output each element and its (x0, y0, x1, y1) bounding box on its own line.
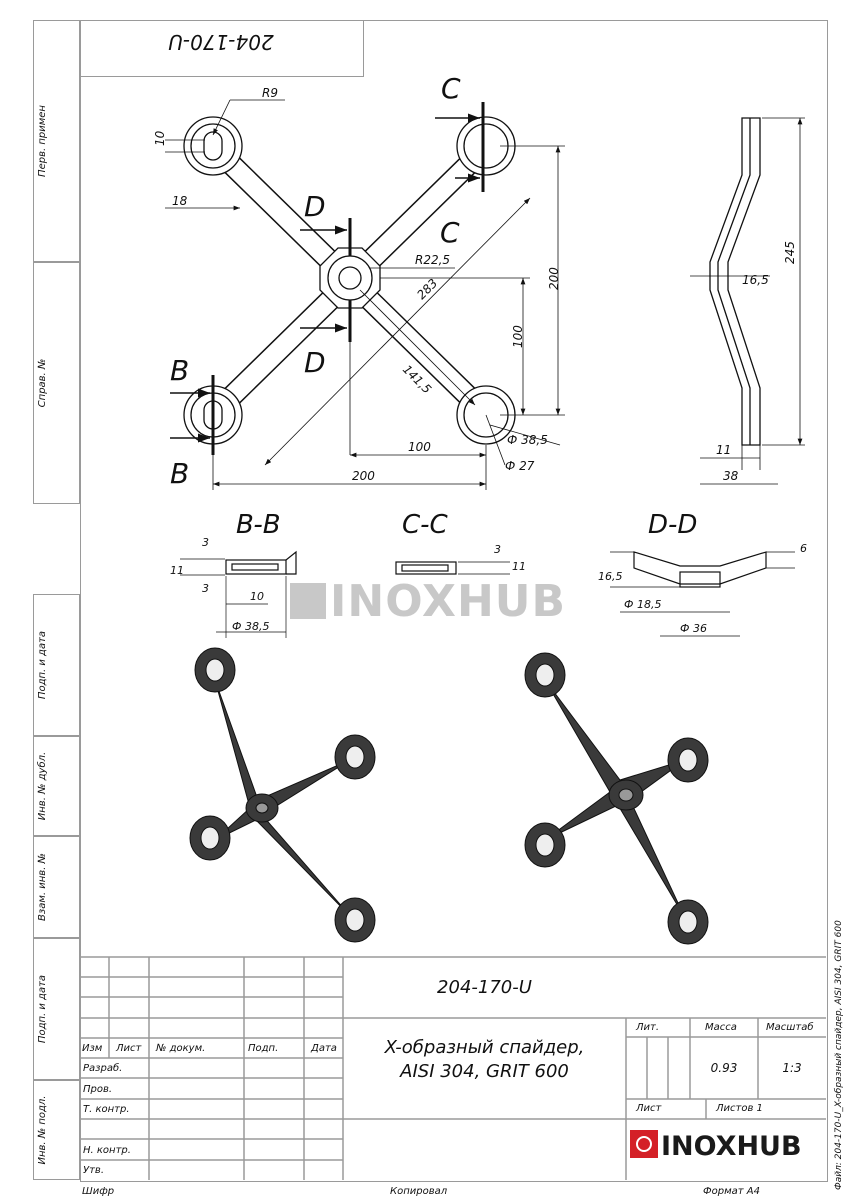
header-sign: Подп. (248, 1043, 279, 1054)
dim-11-side: 11 (716, 443, 731, 457)
title-line-1: X-образный спайдер, (384, 1037, 585, 1058)
title-drawing-number: 204-170-U (437, 977, 532, 998)
sheets-count-label: Листов 1 (716, 1103, 763, 1114)
role-tech-control: Т. контр. (83, 1104, 130, 1115)
dim-100-horizontal: 100 (408, 440, 431, 454)
drawing-title: X-образный спайдер, AISI 304, GRIT 600 (343, 1036, 626, 1084)
mass-value: 0.93 (710, 1061, 738, 1075)
footer-cipher: Шифр (82, 1186, 115, 1197)
header-date: Дата (311, 1043, 337, 1054)
role-norm-control: Н. контр. (83, 1145, 131, 1156)
bb-dim-10: 10 (250, 590, 264, 603)
spider-iso-view-left (189, 647, 376, 943)
header-doc-no: № докум. (156, 1043, 206, 1054)
dim-r9: R9 (262, 86, 278, 100)
bb-dim-3b: 3 (202, 582, 209, 595)
watermark: INOXHUB (290, 576, 566, 627)
technical-drawing: R9 10 18 R22,5 283 200 100 141,5 Ф 38,5 … (153, 72, 807, 945)
dim-100-vertical: 100 (511, 325, 525, 348)
watermark-logo-icon (290, 583, 326, 619)
section-cc-title: C-C (402, 510, 449, 540)
spider-top-view (165, 99, 565, 490)
dim-283: 283 (414, 276, 440, 302)
side-label-ref-no: Справ. № (33, 262, 80, 504)
mark-d-top: D (304, 190, 326, 223)
side-label-replace-inv: Взам. инв. № (33, 836, 80, 938)
dim-16-5-side: 16,5 (742, 273, 769, 287)
role-approved: Утв. (83, 1165, 104, 1176)
mark-b-top: B (170, 354, 189, 387)
dim-d27: Ф 27 (505, 459, 535, 473)
dim-245: 245 (783, 241, 797, 264)
cc-dim-3: 3 (494, 543, 501, 556)
side-label-sign-date: Подп. и дата (33, 594, 80, 736)
bb-dim-11: 11 (170, 564, 184, 577)
logo-mark-icon (630, 1130, 658, 1158)
footer-copied: Копировал (390, 1186, 448, 1197)
scale-value: 1:3 (782, 1061, 802, 1075)
header-list: Лист (116, 1043, 142, 1054)
role-developer: Разраб. (83, 1063, 123, 1074)
section-markers: C C D D B B (170, 72, 461, 490)
side-label-orig-inv: Инв. № подл. (33, 1080, 80, 1180)
side-label-dup-inv: Инв. № дубл. (33, 736, 80, 836)
footer-format: Формат А4 (703, 1186, 760, 1197)
spider-side-view (690, 117, 805, 485)
dim-10: 10 (153, 130, 167, 146)
side-label-first-use: Перв. примен (33, 20, 80, 262)
role-checker: Пров. (83, 1084, 113, 1095)
scale-label: Масштаб (766, 1022, 814, 1033)
mark-b-bottom: B (170, 457, 189, 490)
cc-dim-11: 11 (512, 560, 526, 573)
file-name-label: Файл: 204-170-U_X-образный спайдер, AISI… (834, 920, 844, 1190)
header-izm: Изм (82, 1043, 103, 1054)
dim-d38-5: Ф 38,5 (507, 433, 548, 447)
dd-dim-6: 6 (800, 542, 807, 555)
dd-dim-d36: Ф 36 (680, 622, 707, 635)
lit-label: Лит. (636, 1022, 660, 1033)
section-dd-title: D-D (648, 510, 697, 540)
spider-iso-view-right (524, 652, 709, 945)
title-block-grid (80, 956, 826, 1180)
bb-dim-3a: 3 (202, 536, 209, 549)
mark-c-top: C (441, 72, 461, 105)
sheet-frame (80, 20, 828, 1182)
section-bb-title: B-B (236, 510, 281, 540)
mark-d-bottom: D (304, 346, 326, 379)
sheet-label: Лист (636, 1103, 662, 1114)
top-number-box (80, 20, 364, 77)
section-views (180, 550, 795, 638)
mass-label: Масса (705, 1022, 737, 1033)
dim-200-vertical: 200 (547, 267, 561, 290)
dim-r22-5: R22,5 (415, 253, 450, 267)
dim-38-side: 38 (723, 469, 739, 483)
dim-200-horizontal: 200 (352, 469, 375, 483)
dd-dim-16-5: 16,5 (598, 570, 623, 583)
mark-c-middle: C (440, 216, 460, 249)
title-line-2: AISI 304, GRIT 600 (400, 1061, 569, 1082)
bb-dim-d38-5: Ф 38,5 (232, 620, 269, 633)
side-label-sign-date-2: Подп. и дата (33, 938, 80, 1080)
dim-18: 18 (172, 194, 188, 208)
dd-dim-d18-5: Ф 18,5 (624, 598, 661, 611)
inoxhub-logo: INOXHUB (630, 1130, 802, 1162)
